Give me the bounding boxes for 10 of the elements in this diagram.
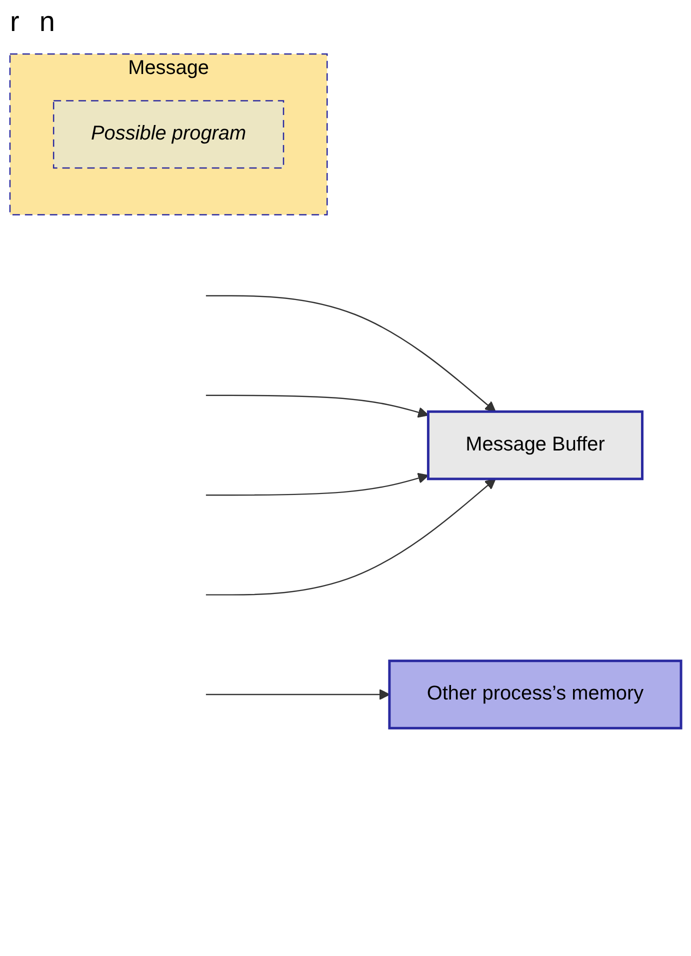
arrow [206, 689, 390, 700]
text-fragment: n [39, 6, 55, 38]
arrow [206, 478, 496, 596]
text-fragment: r [10, 6, 20, 38]
node-box: Message Buffer [426, 410, 644, 480]
arrow [206, 295, 496, 412]
node-box: Possible program [52, 100, 284, 169]
arrow [206, 394, 429, 418]
arrow [206, 472, 429, 496]
node-box: Other process’s memory [388, 660, 682, 730]
